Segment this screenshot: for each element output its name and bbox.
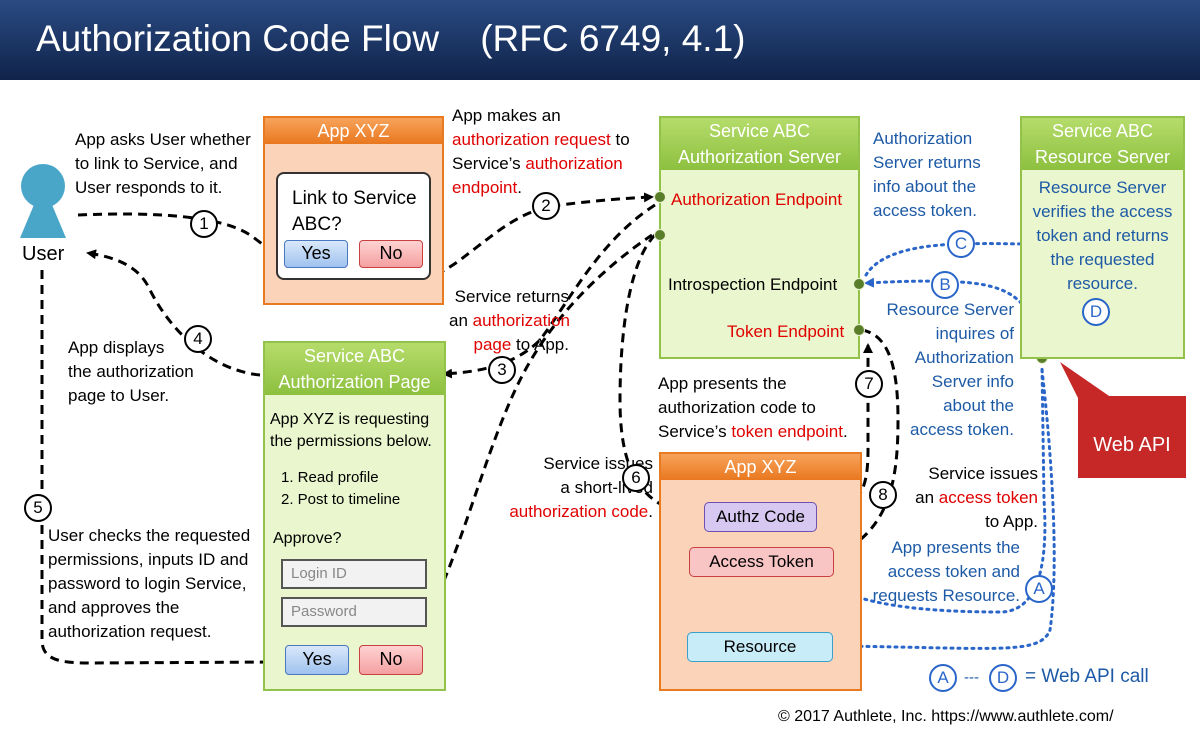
arrow-step-5 — [40, 270, 278, 668]
note-step-8: Service issues an access token to App. — [915, 464, 1038, 531]
introspection-endpoint-label: Introspection Endpoint — [668, 275, 838, 294]
approve-yes-button[interactable]: Yes — [285, 645, 349, 675]
authorization-page: Service ABC Authorization Page App XYZ i… — [263, 341, 446, 691]
login-id-field[interactable]: Login ID — [281, 559, 427, 589]
arrow-step-8 — [834, 328, 900, 557]
link-dialog-text: Link to Service ABC? — [292, 188, 417, 235]
copyright: © 2017 Authlete, Inc. https://www.authle… — [778, 708, 1114, 725]
api-call-c — [864, 238, 1032, 277]
web-api-callout-pointer — [1060, 362, 1112, 398]
user-label: User — [22, 243, 65, 265]
arrow-step-4 — [86, 249, 261, 377]
note-step-b: Resource Server inquires of Authorizatio… — [886, 300, 1014, 439]
token-endpoint-port — [853, 324, 865, 336]
access-token-item: Access Token — [689, 547, 834, 577]
api-call-resource — [836, 368, 1056, 652]
note-step-1: App asks User whether to link to Service… — [75, 130, 251, 197]
resource-server: Service ABC Resource Server Resource Ser… — [1020, 116, 1185, 359]
app-xyz-top-title: App XYZ — [265, 118, 442, 144]
api-call-b-marker: B — [931, 271, 959, 299]
api-call-d-marker: D — [1082, 298, 1110, 326]
app-xyz-top: App XYZ Link to Service ABC? Yes No — [263, 116, 444, 305]
step-4-marker: 4 — [184, 325, 212, 353]
password-field[interactable]: Password — [281, 597, 427, 627]
authorization-server: Service ABC Authorization Server Authori… — [659, 116, 860, 359]
step-1-marker: 1 — [190, 210, 218, 238]
step-3-marker: 3 — [488, 356, 516, 384]
authz-code-item: Authz Code — [704, 502, 817, 532]
legend-a-marker: A — [929, 664, 957, 692]
page-title: Authorization Code Flow (RFC 6749, 4.1) — [36, 18, 746, 59]
authorization-endpoint-port — [654, 191, 666, 203]
resource-server-title: Service ABC Resource Server — [1022, 118, 1183, 170]
permission-item: 1. Read profile — [281, 469, 379, 486]
note-step-5: User checks the requested permissions, i… — [48, 526, 251, 641]
link-dialog: Link to Service ABC? Yes No — [276, 172, 431, 280]
step-7-marker: 7 — [855, 370, 883, 398]
link-no-button[interactable]: No — [359, 240, 423, 268]
api-call-a-marker: A — [1025, 575, 1053, 603]
permission-item: 2. Post to timeline — [281, 491, 401, 508]
title-bar: Authorization Code Flow (RFC 6749, 4.1) — [0, 0, 1200, 80]
legend-text: = Web API call — [1025, 666, 1149, 687]
note-step-7: App presents the authorization code to S… — [658, 374, 848, 441]
note-step-3: Service returns an authorization page to… — [449, 287, 570, 354]
authorization-page-title: Service ABC Authorization Page — [265, 343, 444, 395]
note-step-a: App presents the access token and reques… — [872, 538, 1020, 605]
app-xyz-bottom-title: App XYZ — [661, 454, 860, 480]
introspection-endpoint-port — [853, 278, 865, 290]
authorization-server-title: Service ABC Authorization Server — [661, 118, 858, 170]
arrow-step-1 — [77, 212, 278, 257]
user-icon — [20, 164, 66, 238]
app-xyz-bottom: App XYZ Authz Code Access Token Resource — [659, 452, 862, 691]
legend-separator: --- — [964, 669, 979, 686]
link-yes-button[interactable]: Yes — [284, 240, 348, 268]
note-step-c: Authorization Server returns info about … — [873, 129, 981, 220]
legend-d-marker: D — [989, 664, 1017, 692]
step-2-marker: 2 — [532, 192, 560, 220]
web-api-callout: Web API — [1078, 396, 1186, 478]
step-5-marker: 5 — [24, 494, 52, 522]
api-call-c-marker: C — [947, 230, 975, 258]
resource-server-text: Resource Server verifies the access toke… — [1032, 178, 1173, 293]
authorization-endpoint-port-2 — [654, 229, 666, 241]
arrow-step-6 — [618, 233, 702, 521]
token-endpoint-label: Token Endpoint — [727, 322, 845, 341]
approve-no-button[interactable]: No — [359, 645, 423, 675]
note-step-2: App makes an authorization request to Se… — [452, 106, 630, 197]
step-6-marker: 6 — [622, 464, 650, 492]
approve-label: Approve? — [273, 530, 342, 547]
permission-request-text: App XYZ is requesting the permissions be… — [270, 411, 432, 450]
authorization-endpoint-label: Authorization Endpoint — [671, 190, 843, 209]
step-8-marker: 8 — [869, 481, 897, 509]
arrow-step-3 — [442, 203, 656, 379]
note-step-4: App displays the authorization page to U… — [68, 338, 194, 405]
resource-item: Resource — [687, 632, 833, 662]
api-call-a — [818, 363, 1047, 614]
